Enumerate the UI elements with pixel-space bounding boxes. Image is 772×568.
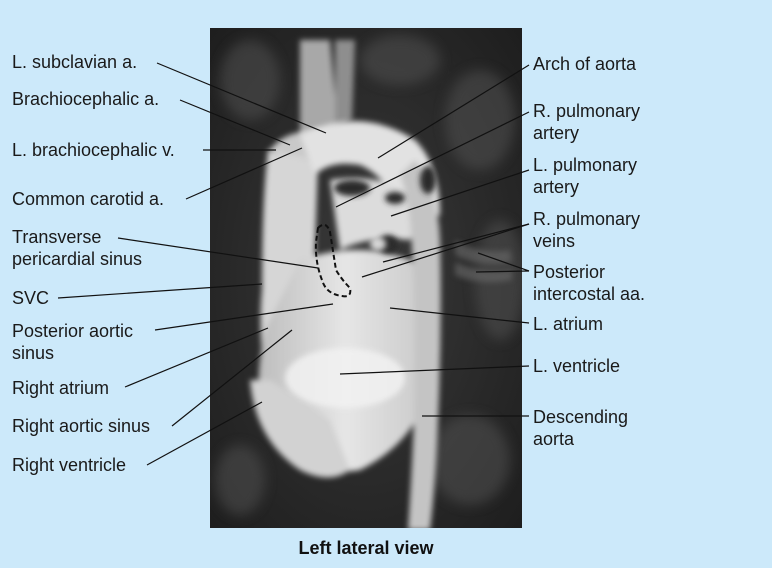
label-brachiocephalic-a: Brachiocephalic a. [12,89,160,109]
figure-caption: Left lateral view [298,538,434,558]
label-right-aortic-sinus: Right aortic sinus [12,416,151,436]
label-r-pulmonary-artery: R. pulmonary artery [533,101,641,143]
label-l-brachiocephalic-v: L. brachiocephalic v. [12,140,175,160]
label-common-carotid: Common carotid a. [12,189,165,209]
label-posterior-aortic-sinus: Posterior aortic sinus [12,321,134,363]
label-l-ventricle: L. ventricle [533,356,621,376]
label-transverse-sinus: Transverse pericardial sinus [12,227,143,269]
label-posterior-intercostal: Posterior intercostal aa. [533,262,646,304]
label-r-pulmonary-veins: R. pulmonary veins [533,209,641,251]
label-right-ventricle: Right ventricle [12,455,127,475]
label-arch-of-aorta: Arch of aorta [533,54,637,74]
leader-lines [57,62,530,466]
label-svc: SVC [12,288,50,308]
label-l-atrium: L. atrium [533,314,604,334]
label-descending-aorta: Descending aorta [533,407,629,449]
label-right-atrium: Right atrium [12,378,110,398]
label-l-pulmonary-artery: L. pulmonary artery [533,155,638,197]
label-l-subclavian: L. subclavian a. [12,52,138,72]
